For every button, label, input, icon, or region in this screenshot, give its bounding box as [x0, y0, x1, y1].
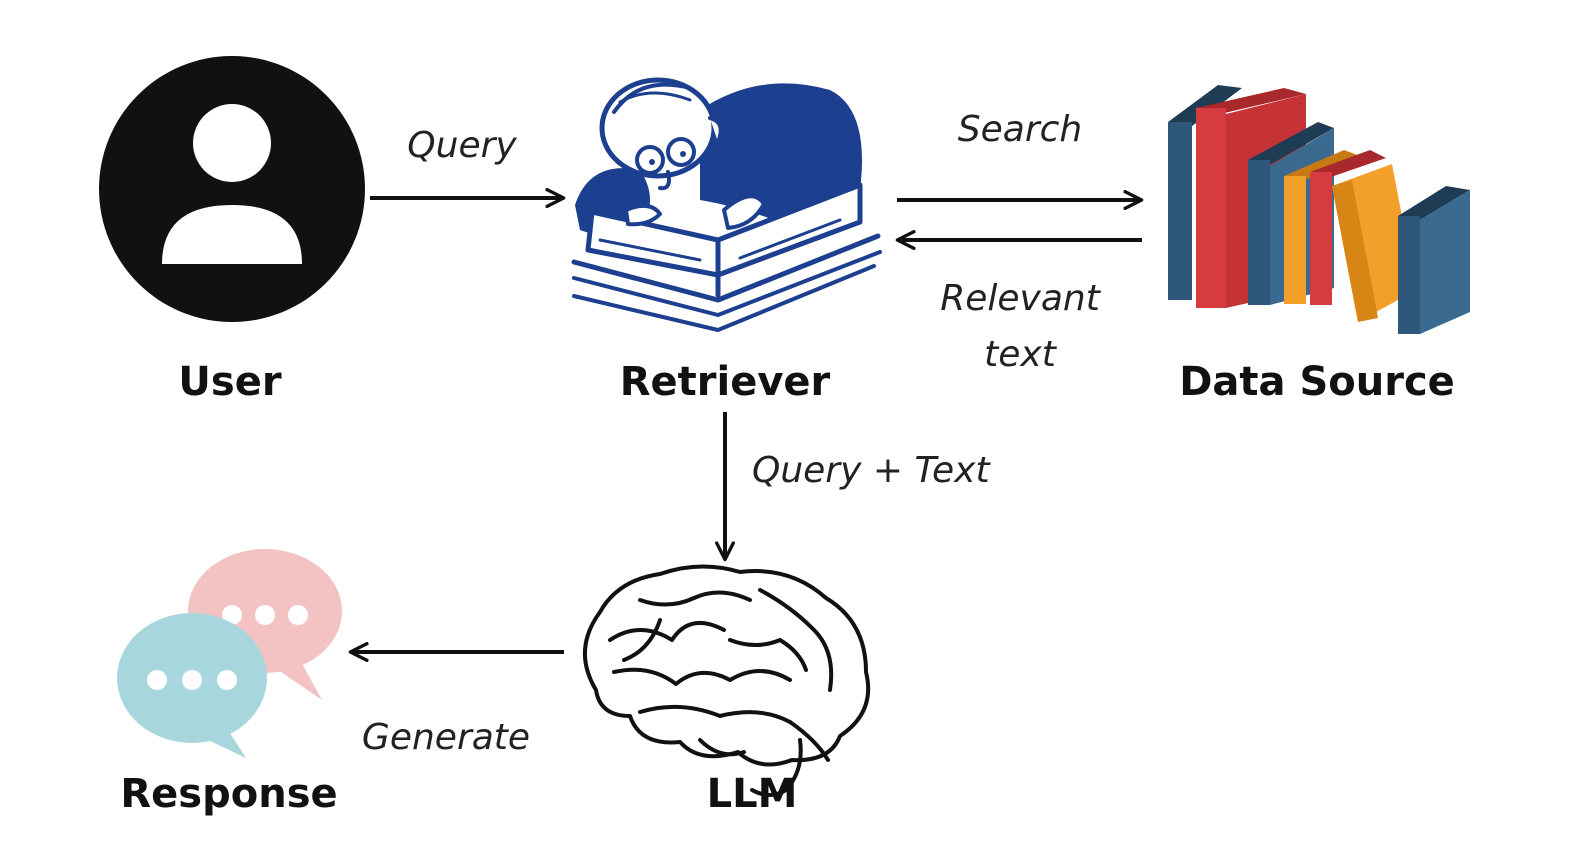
- data-source-label: Data Source: [1179, 359, 1455, 405]
- brain-icon: [583, 564, 871, 797]
- user-icon: [99, 56, 365, 322]
- edge-label-query-text: Query + Text: [752, 450, 990, 491]
- edge-label-relevant-text: Relevant text: [940, 281, 1100, 373]
- chat-bubbles-icon: [117, 549, 342, 758]
- retriever-label: Retriever: [619, 359, 831, 405]
- edge-label-query: Query: [407, 125, 517, 166]
- books-icon: [1168, 85, 1470, 334]
- edge-label-generate: Generate: [361, 717, 531, 758]
- edge-label-search: Search: [957, 109, 1083, 150]
- reading-man-icon: [571, 77, 882, 332]
- user-label: User: [178, 359, 282, 405]
- edge-label-relevant-text-line-1: Relevant: [940, 278, 1100, 319]
- llm-label: LLM: [706, 771, 798, 817]
- edge-label-relevant-text-line-2: text: [984, 334, 1056, 375]
- response-label: Response: [120, 771, 338, 817]
